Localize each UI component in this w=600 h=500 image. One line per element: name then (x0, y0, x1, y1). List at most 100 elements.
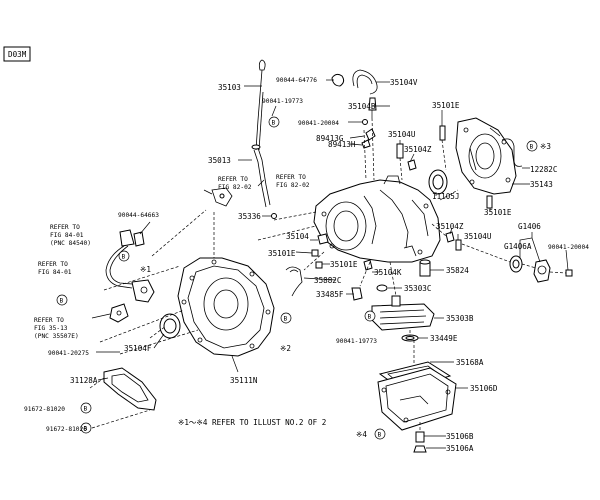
label-fig-82-02-a: FIG 82-02 (218, 184, 252, 191)
bracket-fig-82-02[interactable] (211, 187, 233, 207)
strainer-35303B[interactable] (371, 295, 435, 331)
ref-marker-b-2: B (526, 140, 538, 152)
clamp-90044-64663[interactable] (133, 231, 145, 247)
gasket-31128A[interactable] (103, 367, 157, 411)
label-mark-1: ※1 (140, 265, 151, 274)
label-35303B: 35303B (446, 314, 474, 323)
dipstick-tube-35013[interactable] (251, 144, 271, 208)
diagram-code-box: D03M (3, 46, 31, 62)
label-35824: 35824 (446, 266, 469, 275)
ref-marker-b-3: B (118, 250, 130, 262)
fitting-35104U-top[interactable] (396, 143, 404, 159)
bolt-90041-20004-top[interactable] (362, 119, 368, 125)
label-35101E-low: 35101E (330, 260, 358, 269)
ref-marker-b-5: B (280, 312, 292, 324)
label-91672-81020-b: 91672-81020 (46, 426, 87, 433)
label-35168A: 35168A (456, 358, 484, 367)
label-35101E-top: 35101E (432, 101, 460, 110)
oil-pan-35106D[interactable] (377, 367, 457, 431)
sensor-G1406[interactable] (533, 259, 551, 283)
plug-35106B[interactable] (415, 431, 425, 443)
pin-35336[interactable] (271, 213, 277, 219)
label-35106B: 35106B (446, 432, 474, 441)
fitting-35104B[interactable] (368, 97, 377, 118)
label-35106D: 35106D (470, 384, 498, 393)
label-35104B: 35104B (348, 102, 376, 111)
label-11105J: 11105J (432, 192, 459, 201)
label-35104K: 35104K (374, 268, 402, 277)
assembly-lines (89, 117, 567, 432)
transaxle-case-main[interactable] (313, 175, 441, 263)
label-refer-to-a: REFER TO (218, 176, 248, 183)
pipe-12282C[interactable] (501, 138, 523, 167)
seal-11105J[interactable] (428, 169, 448, 195)
label-35106A: 35106A (446, 444, 474, 453)
label-35882C: 35882C (314, 276, 341, 285)
ref-marker-b-4: B (56, 294, 68, 306)
housing-35111N[interactable] (177, 257, 275, 357)
label-fig-84-01-a: FIG 84-01 (50, 232, 84, 239)
label-refer-to-35-13: REFER TO (34, 317, 64, 324)
part-35824[interactable] (419, 259, 431, 277)
label-refer-to-b: REFER TO (276, 174, 306, 181)
label-12282C: 12282C (530, 165, 557, 174)
fitting-35104[interactable] (317, 233, 329, 245)
label-35101E-mid: 35101E (268, 249, 296, 258)
label-refer-to-84-01-a: REFER TO (50, 224, 80, 231)
fitting-35104U-mid[interactable] (455, 239, 462, 251)
hose-35104V[interactable] (352, 69, 378, 95)
label-pnc-84540: (PNC 84540) (50, 240, 91, 247)
label-mark-3: ※3 (540, 142, 551, 151)
svg-text:B: B (84, 406, 88, 413)
dipstick-35103[interactable] (255, 59, 266, 151)
bolt-35101E-mid[interactable] (311, 249, 319, 257)
part-33485F[interactable] (351, 287, 363, 301)
svg-text:B: B (60, 298, 64, 305)
label-35143: 35143 (530, 180, 553, 189)
fitting-35104Z-top[interactable] (407, 159, 417, 171)
bolt-35101E-top[interactable] (439, 125, 446, 141)
fitting-35882C[interactable] (285, 266, 303, 297)
bracket-fig-35-13[interactable] (109, 303, 129, 323)
cover-35143[interactable] (455, 117, 517, 195)
bolt-90041-20004-right[interactable] (565, 269, 573, 277)
label-35104Z-mid: 35104Z (436, 222, 464, 231)
svg-text:B: B (84, 426, 88, 433)
label-90041-20004-right: 90041-20004 (548, 244, 589, 251)
label-35104Z-top: 35104Z (404, 145, 432, 154)
gasket-33449E[interactable] (401, 334, 419, 342)
label-91672-81020-a: 91672-81020 (24, 406, 65, 413)
label-fig-82-02-b: FIG 82-02 (276, 182, 310, 189)
part-35303C[interactable] (376, 284, 388, 292)
seal-35104F[interactable] (159, 313, 181, 339)
ref-marker-b-7: B (80, 402, 92, 414)
label-pnc-35507E: (PNC 35507E) (34, 333, 79, 340)
label-35104U-top: 35104U (388, 130, 416, 139)
svg-text:B: B (122, 254, 126, 261)
svg-text:B: B (284, 316, 288, 323)
ring-G1406A[interactable] (509, 255, 523, 273)
label-G1406: G1406 (518, 222, 541, 231)
ref-marker-b-1: B (268, 116, 280, 128)
ref-markers: B B B B B B B B B (56, 116, 538, 440)
label-90041-20275: 90041-20275 (48, 350, 89, 357)
svg-text:B: B (530, 144, 534, 151)
label-35104V: 35104V (390, 78, 418, 87)
part-labels: 35103 90044-64776 35104V 90041-19773 351… (24, 77, 589, 453)
svg-text:B: B (272, 120, 276, 127)
bolt-35101E-low[interactable] (315, 261, 323, 269)
fitting-35104Z-mid[interactable] (445, 231, 455, 243)
fitting-35104K[interactable] (363, 259, 373, 271)
bolt-35101E-right[interactable] (486, 195, 493, 209)
label-35104F: 35104F (124, 344, 152, 353)
gasket-35106A[interactable] (413, 445, 427, 453)
label-fig-35-13: FIG 35-13 (34, 325, 68, 332)
leader-lines (91, 79, 569, 449)
clamp-90044-64776[interactable] (331, 73, 345, 87)
label-90041-20004-top: 90041-20004 (298, 120, 339, 127)
ref-marker-b-9: B (374, 428, 386, 440)
label-90041-19773-mid: 90041-19773 (336, 338, 377, 345)
svg-text:B: B (378, 432, 382, 439)
fittings-89413[interactable] (361, 128, 376, 149)
